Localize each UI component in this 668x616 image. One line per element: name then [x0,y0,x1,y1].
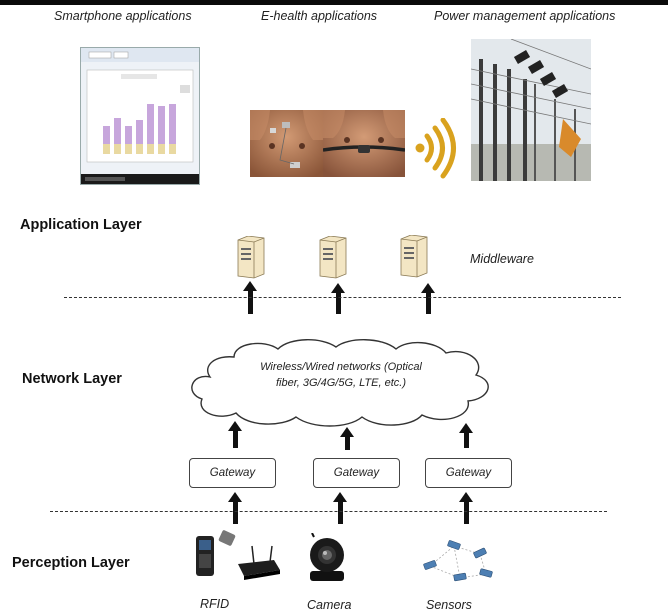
app-bar [169,104,176,144]
arrow-up-server-2 [331,283,345,314]
app-bar [125,126,132,144]
server-icon-3 [397,235,429,278]
power-management-applications-label: Power management applications [434,9,616,23]
smartphone-applications-label: Smartphone applications [54,9,192,23]
camera-device-image [306,533,348,583]
app-bar [114,118,121,144]
arrow-up-gateway-2 [333,492,347,524]
app-bar-base [114,144,121,154]
middleware-label: Middleware [470,252,534,266]
arrow-up-gateway-3 [459,492,473,524]
sensors-network-image [420,536,498,586]
app-bar-base [125,144,132,154]
cloud-text-line-2: fiber, 3G/4G/5G, LTE, etc.) [275,377,406,389]
network-layer-label: Network Layer [22,371,122,387]
arrow-up-server-1 [243,281,257,314]
arrow-up-cloud-1 [228,421,242,448]
arrow-up-gateway-1 [228,492,242,524]
power-substation-image [471,39,591,181]
ehealth-applications-label: E-health applications [261,9,378,23]
server-icon-2 [316,236,348,279]
app-bar-base [136,144,143,154]
ehealth-torso-image-1 [250,110,323,177]
sensors-label: Sensors [426,598,472,612]
arrow-up-server-3 [421,283,435,314]
wireless-signal-icon [412,118,457,180]
smartphone-chart-graphic [81,48,199,184]
app-bar [136,120,143,144]
perception-layer-label: Perception Layer [12,555,130,571]
application-layer-label: Application Layer [20,217,142,233]
network-cloud-shape [172,337,502,429]
app-bar-base [158,144,165,154]
server-icon-1 [234,236,266,279]
ehealth-torso-image-2 [323,110,405,177]
smartphone-app-image [80,47,200,185]
app-bar-base [169,144,176,154]
network-layer-divider [50,511,607,512]
gateway-box-2: Gateway [313,458,400,488]
rfid-label: RFID [200,597,230,611]
app-bar [147,104,154,144]
cloud-text-line-1: Wireless/Wired networks (Optical [260,361,422,373]
gateway-box-1: Gateway [189,458,276,488]
gateway-box-3: Gateway [425,458,512,488]
app-bar [103,126,110,144]
application-layer-divider [64,297,621,298]
arrow-up-cloud-2 [340,427,354,450]
app-bar-base [103,144,110,154]
app-bar [158,106,165,144]
camera-label: Camera [307,598,352,612]
arrow-up-cloud-3 [459,423,473,448]
top-border-bar [0,0,668,5]
rfid-devices-image [190,530,282,588]
app-bar-base [147,144,154,154]
